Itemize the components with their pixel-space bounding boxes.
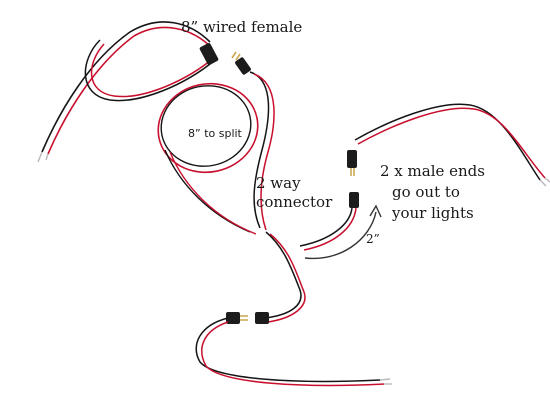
label-two-inch: 2”	[366, 232, 380, 246]
right-lead-wires	[354, 103, 550, 187]
split-loop-wires	[157, 71, 275, 235]
label-male-ends: 2 x male ends	[380, 162, 485, 180]
bottom-lead-wires	[195, 317, 392, 387]
label-go-out-to: go out to	[392, 183, 460, 201]
label-connector: connector	[256, 193, 333, 211]
female-loop-wires	[84, 39, 217, 102]
two-inch-arrow	[304, 204, 382, 260]
label-wired-female: 8” wired female	[181, 18, 303, 36]
male-ends-connectors	[299, 150, 359, 251]
female-lead-wires	[37, 21, 213, 163]
label-to-split: 8” to split	[188, 127, 242, 140]
female-connector	[199, 43, 219, 65]
label-two-way: 2 way	[256, 174, 301, 192]
top-male-connector	[231, 51, 251, 75]
label-your-lights: your lights	[392, 204, 474, 222]
junction-wires	[264, 231, 306, 323]
bottom-connector-pair	[226, 312, 269, 324]
